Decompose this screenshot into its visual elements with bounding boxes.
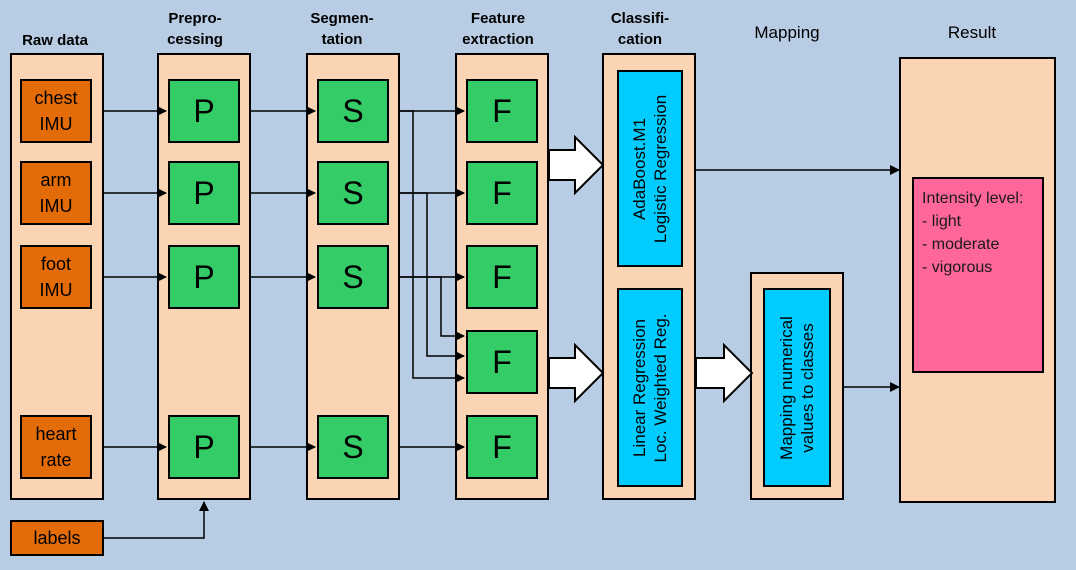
mapping-numerical-box: Mapping numerical values to classes [763, 288, 831, 487]
feature-box-2: F [466, 161, 538, 225]
segmentation-box-4: S [317, 415, 389, 479]
preprocessing-box-4: P [168, 415, 240, 479]
header-segmentation: Segmen- tation [310, 10, 374, 48]
raw-input-arm-imu: arm IMU [20, 161, 92, 225]
intensity-level-box: Intensity level: - light - moderate - vi… [912, 177, 1044, 373]
block-arrow-cls-mapping [695, 342, 754, 404]
segmentation-box-2: S [317, 161, 389, 225]
header-result: Result [947, 23, 997, 42]
labels-box: labels [10, 520, 104, 556]
header-feature-extraction: Feature extraction [462, 10, 534, 48]
raw-input-foot-imu: foot IMU [20, 245, 92, 309]
feature-box-3: F [466, 245, 538, 309]
raw-input-heart-rate: heart rate [20, 415, 92, 479]
segmentation-box-1: S [317, 79, 389, 143]
feature-box-5: F [466, 415, 538, 479]
feature-box-4: F [466, 330, 538, 394]
header-preprocessing: Prepro- cessing [167, 10, 223, 48]
intensity-item-vigorous: - vigorous [922, 259, 993, 276]
preprocessing-box-1: P [168, 79, 240, 143]
preprocessing-box-3: P [168, 245, 240, 309]
branch-s2 [400, 192, 465, 361]
branch-s3 [400, 276, 465, 341]
block-arrow-feature-cls-bottom [548, 342, 605, 404]
header-raw-data: Raw data [22, 32, 88, 49]
feature-box-1: F [466, 79, 538, 143]
intensity-item-light: - light [922, 213, 962, 230]
preprocessing-box-2: P [168, 161, 240, 225]
arrow-labels [104, 501, 209, 539]
intensity-title: Intensity level: [922, 190, 1024, 207]
classifier-adaboost-logistic: AdaBoost.M1 Logistic Regression [617, 70, 683, 267]
header-mapping: Mapping [754, 23, 820, 42]
header-classification: Classifi- cation [610, 10, 670, 48]
classifier-linear-lwr: Linear Regression Loc. Weighted Reg. [617, 288, 683, 487]
segmentation-box-3: S [317, 245, 389, 309]
raw-input-chest-imu: chest IMU [20, 79, 92, 143]
branch-s1 [400, 110, 465, 383]
block-arrow-feature-cls-top [548, 134, 605, 196]
intensity-item-moderate: - moderate [922, 236, 1000, 253]
